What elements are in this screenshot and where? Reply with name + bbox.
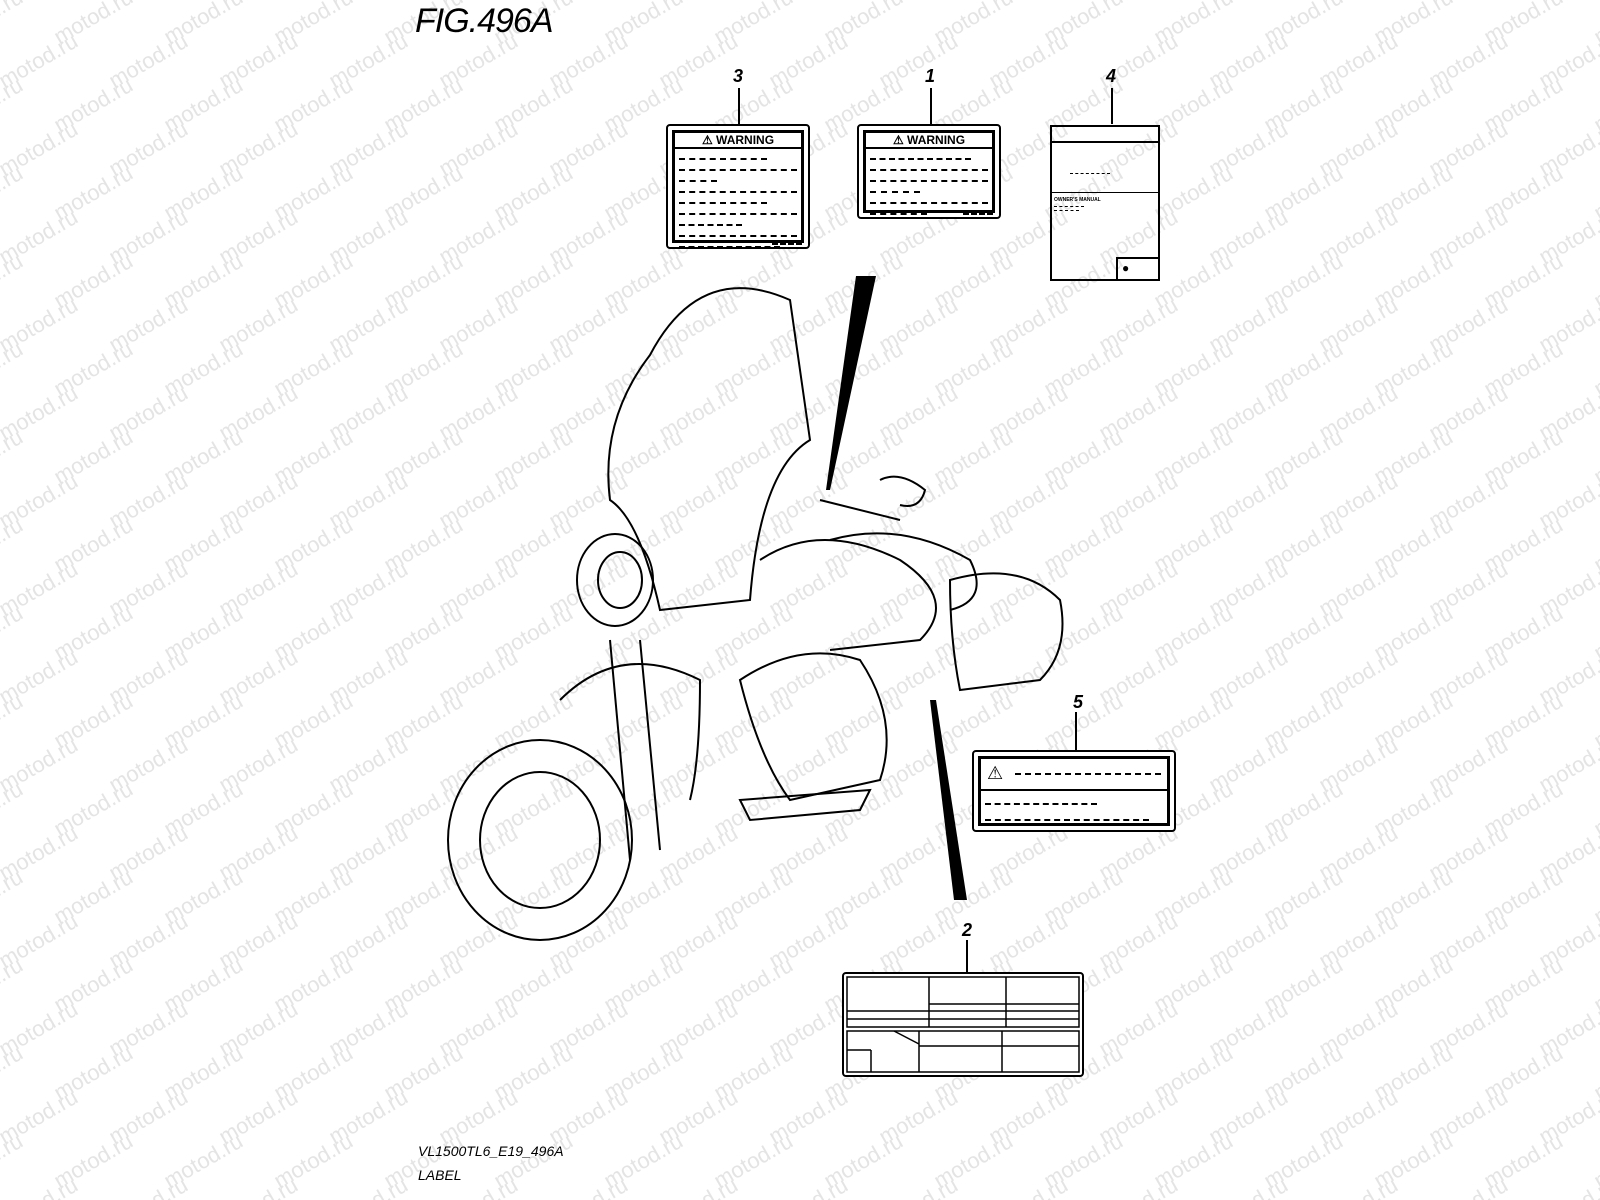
callout-number-1: 1 bbox=[925, 66, 936, 86]
warning-title: WARNING bbox=[907, 133, 966, 147]
warning-triangle-icon: ⚠ bbox=[892, 133, 904, 147]
leader-line-4 bbox=[1111, 88, 1113, 124]
warning-label-3[interactable]: ⚠ WARNING bbox=[666, 124, 810, 249]
leader-line-3 bbox=[738, 88, 740, 124]
caution-label-5[interactable]: ⚠ bbox=[972, 750, 1176, 832]
leader-line-1 bbox=[930, 88, 932, 124]
info-label-2[interactable] bbox=[842, 972, 1084, 1077]
manual-title: OWNER'S MANUAL bbox=[1054, 197, 1101, 203]
pointer-1 bbox=[826, 276, 876, 490]
manual-logo-block: ● bbox=[1116, 257, 1158, 279]
warning-title: WARNING bbox=[716, 133, 775, 147]
leader-line-2 bbox=[966, 940, 968, 972]
warning-triangle-icon: ⚠ bbox=[987, 763, 1004, 783]
warning-label-1[interactable]: ⚠ WARNING bbox=[857, 124, 1001, 219]
callout-number-5: 5 bbox=[1073, 692, 1084, 712]
person-icon: ● bbox=[1122, 261, 1130, 275]
leader-line-5 bbox=[1075, 712, 1077, 752]
callout-number-3: 3 bbox=[733, 66, 744, 86]
owners-manual[interactable]: OWNER'S MANUAL ● bbox=[1050, 125, 1160, 281]
figure-name: LABEL bbox=[418, 1167, 462, 1183]
pointer-2 bbox=[930, 700, 967, 900]
callout-number-4: 4 bbox=[1106, 66, 1117, 86]
warning-triangle-icon: ⚠ bbox=[701, 133, 713, 147]
figure-code: VL1500TL6_E19_496A bbox=[418, 1143, 564, 1159]
callout-number-2: 2 bbox=[962, 920, 973, 940]
info-label-grid bbox=[846, 976, 1080, 1073]
figure-title: FIG.496A bbox=[415, 2, 554, 40]
